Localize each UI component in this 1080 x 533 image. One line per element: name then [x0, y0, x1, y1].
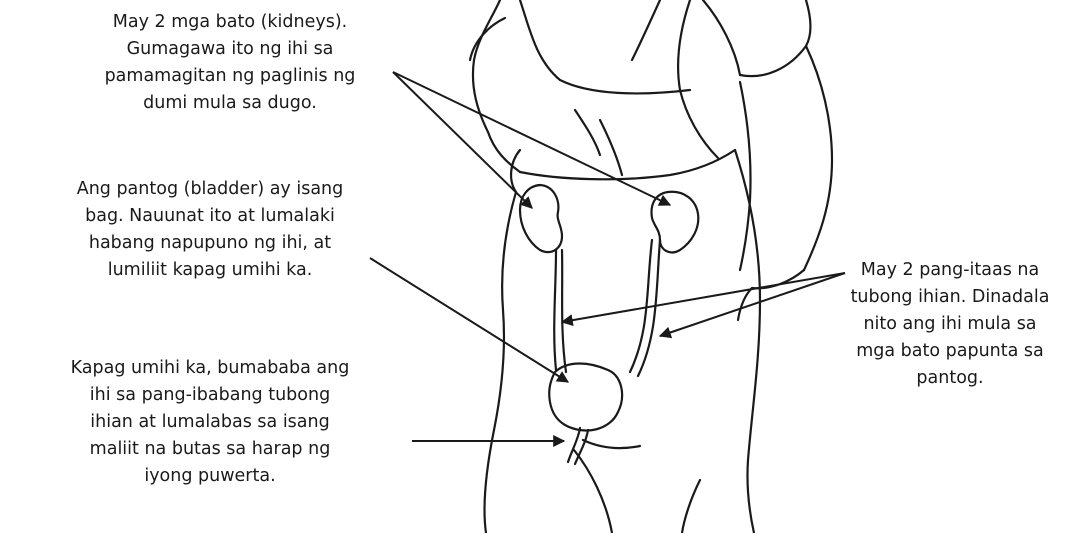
caption-line: ihi sa pang-ibabang tubong [20, 382, 400, 409]
caption-line: pamamagitan ng paglinis ng [60, 63, 400, 90]
caption-bladder: Ang pantog (bladder) ay isang bag. Nauun… [40, 176, 380, 284]
torso-outline [470, 0, 740, 192]
bladder [549, 364, 622, 431]
hips-legs-outline [484, 150, 760, 533]
kidney-left [520, 185, 562, 252]
caption-line: Kapag umihi ka, bumababa ang [20, 355, 400, 382]
caption-urethra: Kapag umihi ka, bumababa ang ihi sa pang… [20, 355, 400, 490]
caption-line: dumi mula sa dugo. [60, 90, 400, 117]
caption-line: May 2 pang-itaas na [820, 257, 1080, 284]
caption-line: mga bato papunta sa [820, 338, 1080, 365]
caption-ureters: May 2 pang-itaas na tubong ihian. Dinada… [820, 257, 1080, 392]
caption-line: Gumagawa ito ng ihi sa [60, 36, 400, 63]
arrow-ureter-left [562, 273, 845, 322]
caption-line: lumiliit kapag umihi ka. [40, 257, 380, 284]
arrow-kidneys-right [393, 72, 670, 205]
arrow-ureter-right [660, 273, 845, 336]
urethra [568, 428, 588, 464]
caption-kidneys: May 2 mga bato (kidneys). Gumagawa ito n… [60, 9, 400, 117]
caption-line: bag. Nauunat ito at lumalaki [40, 203, 380, 230]
caption-line: iyong puwerta. [20, 463, 400, 490]
ureter-left [554, 250, 566, 372]
caption-line: nito ang ihi mula sa [820, 311, 1080, 338]
caption-line: Ang pantog (bladder) ay isang [40, 176, 380, 203]
caption-line: habang napupuno ng ihi, at [40, 230, 380, 257]
arm-outline [738, 0, 832, 320]
caption-line: ihian at lumalabas sa isang [20, 409, 400, 436]
arrow-kidneys-left [393, 72, 532, 208]
caption-line: tubong ihian. Dinadala [820, 284, 1080, 311]
caption-line: maliit na butas sa harap ng [20, 436, 400, 463]
kidney-right [652, 192, 699, 253]
caption-line: pantog. [820, 365, 1080, 392]
caption-line: May 2 mga bato (kidneys). [60, 9, 400, 36]
